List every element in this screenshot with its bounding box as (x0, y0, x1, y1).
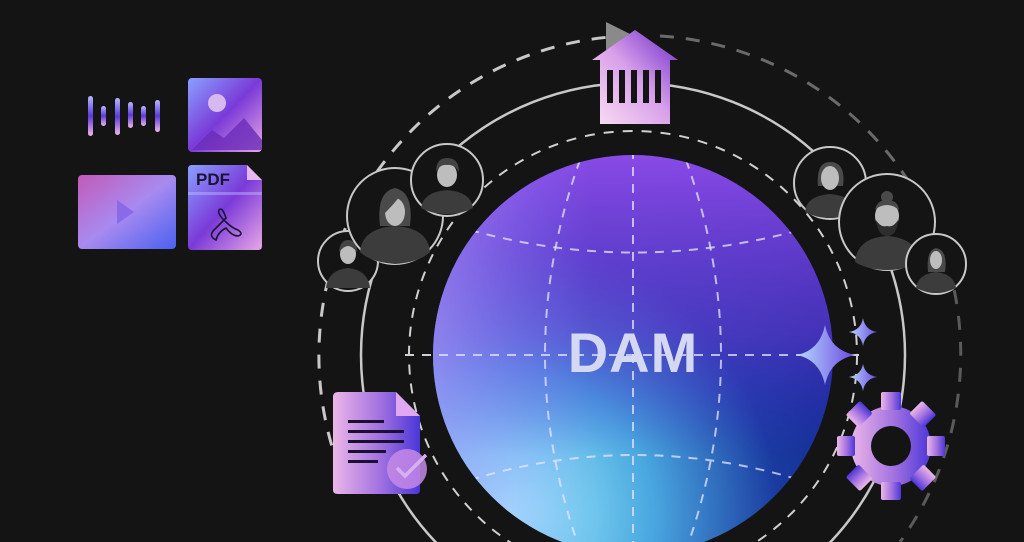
users-right (793, 146, 967, 295)
gear-icon (837, 392, 945, 500)
asset-types (78, 78, 262, 250)
avatar-user-small-right (905, 233, 967, 295)
dam-center-label: DAM (567, 321, 699, 384)
globe-gridlines (433, 155, 833, 542)
building-library-icon (592, 30, 678, 124)
pdf-file-icon (188, 165, 262, 250)
document-check-icon (333, 392, 428, 494)
image-icon (188, 78, 262, 152)
globe (433, 155, 833, 542)
audio-waveform-icon (88, 96, 160, 136)
pdf-label: PDF (196, 170, 230, 189)
sparkle-icon (797, 318, 877, 391)
arrow-right-icon (606, 22, 634, 50)
video-play-icon (78, 175, 176, 249)
users-left (317, 143, 484, 292)
avatar-user-top-left (410, 143, 484, 217)
